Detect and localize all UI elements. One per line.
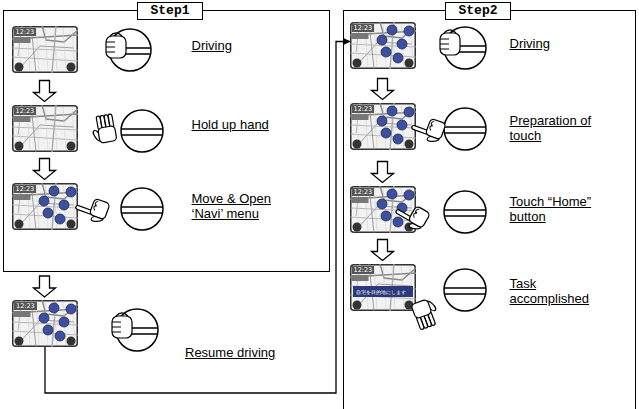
- block-arrow: [34, 81, 56, 102]
- driver-figure: [12, 183, 322, 230]
- step-panel: Step212:23Driving12:23Preparation of tou…: [343, 10, 636, 409]
- driver-figure: [350, 22, 630, 69]
- stage-caption: Move & Open ‘Navi’ menu: [192, 191, 292, 221]
- clock-text: 12:23: [14, 107, 37, 115]
- stage-node: 12:23Driving: [350, 22, 630, 69]
- stage-node: 12:23Resume driving: [12, 300, 322, 362]
- block-arrow: [372, 79, 394, 100]
- block-arrow: [372, 162, 394, 183]
- stage-caption: Driving: [510, 36, 610, 51]
- stage-caption: Driving: [192, 38, 302, 53]
- driver-figure: [350, 186, 630, 233]
- stage-node: 12:23Preparation of touch: [350, 103, 630, 150]
- stage-caption: Task accomplished: [510, 276, 610, 306]
- driver-figure: [12, 300, 322, 347]
- screen-message: 自宅を目的地にします: [355, 288, 407, 296]
- stage-node: 12:23Hold up hand: [12, 105, 322, 152]
- clock-text: 12:23: [352, 266, 375, 274]
- block-arrow: [372, 240, 394, 261]
- stage-node: 12:23Move & Open ‘Navi’ menu: [12, 183, 322, 230]
- stage-caption: Preparation of touch: [510, 113, 610, 143]
- step-tab: Step2: [445, 2, 510, 20]
- driver-figure: [12, 26, 322, 73]
- clock-text: 12:23: [352, 24, 375, 32]
- step-tab: Step1: [137, 2, 202, 20]
- stage-caption: Touch “Home” button: [510, 194, 605, 224]
- stage-node: 12:23Touch “Home” button: [350, 186, 630, 233]
- clock-text: 12:23: [14, 28, 37, 36]
- clock-text: 12:23: [14, 302, 37, 310]
- clock-text: 12:23: [14, 185, 37, 193]
- flow-line: [45, 42, 350, 394]
- step-panel: Step112:23Driving12:23Hold up hand12:23M…: [3, 10, 330, 272]
- stage-node: 12:23Driving: [12, 26, 322, 73]
- block-arrow: [34, 276, 56, 297]
- block-arrow: [34, 159, 56, 180]
- clock-text: 12:23: [352, 188, 375, 196]
- stage-caption: Hold up hand: [192, 117, 302, 132]
- clock-text: 12:23: [352, 105, 375, 113]
- stage-caption: Resume driving: [185, 345, 305, 360]
- stage-node: 12:23 自宅を目的地にします Task accomplished: [350, 264, 630, 311]
- driver-figure: [12, 105, 322, 152]
